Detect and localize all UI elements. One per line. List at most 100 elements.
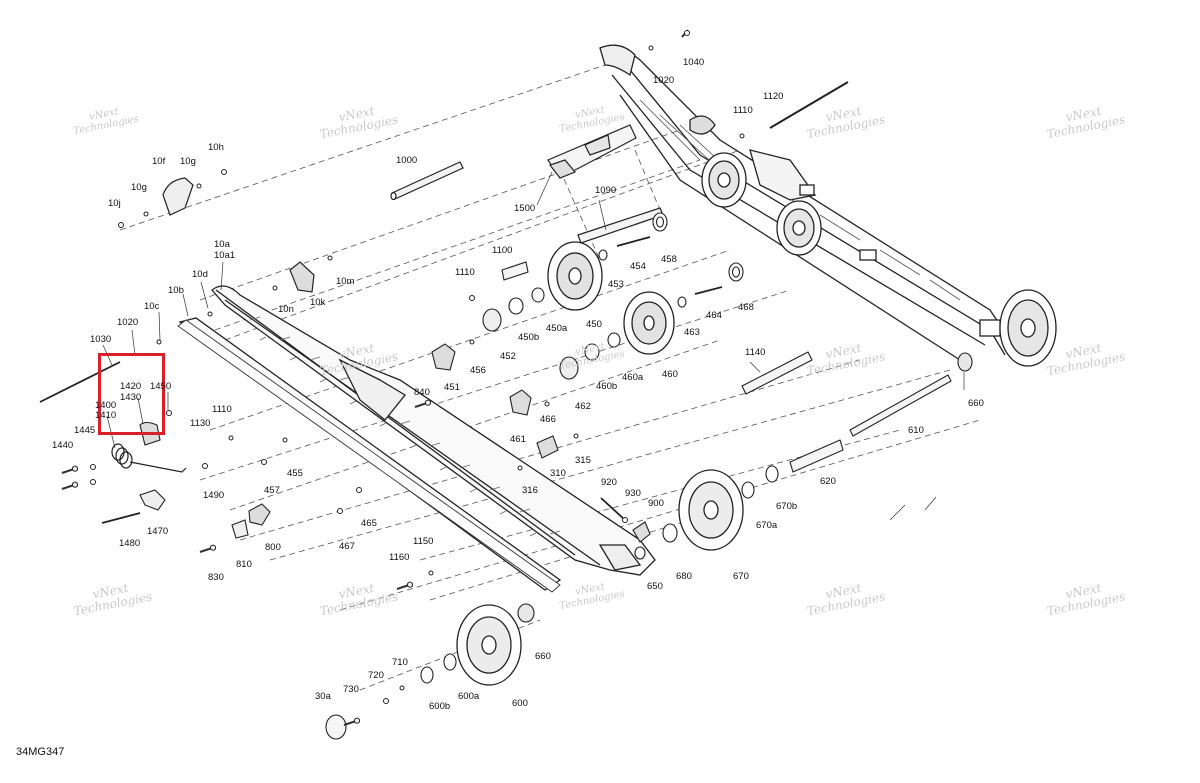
part-label[interactable]: 1470 (147, 526, 169, 537)
idler-wheels (456, 241, 744, 686)
part-label[interactable]: 315 (575, 455, 591, 466)
part-label[interactable]: 600b (429, 701, 451, 712)
part-label[interactable]: 1445 (74, 425, 96, 436)
part-label[interactable]: 660 (535, 651, 551, 662)
part-label[interactable]: 10h (208, 142, 224, 153)
part-label[interactable]: 468 (738, 302, 754, 313)
part-label[interactable]: 1410 (95, 410, 117, 421)
part-label[interactable]: 456 (470, 365, 486, 376)
part-label[interactable]: 830 (208, 572, 224, 583)
part-label[interactable]: 1000 (396, 155, 418, 166)
part-label[interactable]: 10a1 (214, 250, 236, 261)
part-label[interactable]: 1140 (745, 347, 766, 358)
part-label[interactable]: 462 (575, 401, 591, 412)
part-label[interactable]: 454 (630, 261, 646, 272)
part-label[interactable]: 458 (661, 254, 677, 265)
part-label[interactable]: 920 (601, 477, 617, 488)
part-label[interactable]: 1150 (413, 536, 434, 547)
part-label[interactable]: 1110 (212, 404, 232, 415)
bracket-1500 (547, 124, 637, 179)
part-label[interactable]: 450b (518, 332, 540, 343)
spring-1410 (111, 443, 187, 473)
part-label[interactable]: 464 (706, 310, 722, 321)
part-label[interactable]: 670b (776, 501, 798, 512)
part-label[interactable]: 720 (368, 670, 384, 681)
part-label[interactable]: 1160 (389, 552, 410, 563)
part-label[interactable]: 810 (236, 559, 252, 570)
pointer-lines (102, 171, 965, 521)
part-label[interactable]: 650 (647, 581, 663, 592)
part-label[interactable]: 10g (131, 182, 147, 193)
part-label[interactable]: 1450 (150, 381, 172, 392)
part-label[interactable]: 710 (392, 657, 408, 668)
part-label[interactable]: 600 (512, 698, 528, 709)
part-label[interactable]: 460b (596, 381, 618, 392)
part-label[interactable]: 10c (144, 301, 160, 312)
part-label[interactable]: 1480 (119, 538, 141, 549)
part-label[interactable]: 10m (336, 276, 355, 287)
part-label[interactable]: 461 (510, 434, 526, 445)
part-label[interactable]: 452 (500, 351, 516, 362)
axle-1100 (501, 261, 529, 281)
part-label[interactable]: 1110 (455, 267, 475, 278)
part-label[interactable]: 457 (264, 485, 280, 496)
part-label[interactable]: 30a (315, 691, 331, 702)
part-label[interactable]: 800 (265, 542, 281, 553)
part-label[interactable]: 466 (540, 414, 556, 425)
part-label[interactable]: 451 (444, 382, 460, 393)
part-label[interactable]: 10d (192, 269, 208, 280)
part-label[interactable]: 900 (648, 498, 664, 509)
part-label[interactable]: 1490 (203, 490, 225, 501)
part-label[interactable]: 1110 (733, 105, 753, 116)
part-label[interactable]: 660 (968, 398, 984, 409)
part-label[interactable]: 460 (662, 369, 678, 380)
part-label[interactable]: 1120 (763, 91, 784, 102)
part-label[interactable]: 1500 (514, 203, 536, 214)
part-label[interactable]: 1400 (95, 400, 117, 411)
part-label[interactable]: 460a (622, 372, 644, 383)
part-label[interactable]: 1040 (683, 57, 705, 68)
far-rail-wheels (599, 44, 1057, 367)
part-label[interactable]: 1100 (492, 245, 513, 256)
part-label[interactable]: 450a (546, 323, 568, 334)
part-label[interactable]: 680 (676, 571, 692, 582)
part-label[interactable]: 1130 (190, 418, 211, 429)
part-label[interactable]: 10a (214, 239, 230, 250)
part-label[interactable]: 455 (287, 468, 303, 479)
tubes (741, 351, 952, 473)
part-label[interactable]: 670a (756, 520, 778, 531)
part-label[interactable]: 1430 (120, 392, 142, 403)
part-label[interactable]: 10j (108, 198, 121, 209)
washers-bearings (325, 212, 973, 740)
part-label[interactable]: 316 (522, 485, 538, 496)
part-label[interactable]: 620 (820, 476, 836, 487)
part-label[interactable]: 730 (343, 684, 359, 695)
part-label[interactable]: 10g (180, 156, 196, 167)
part-label[interactable]: 10f (152, 156, 166, 167)
part-label[interactable]: 453 (608, 279, 624, 290)
part-label[interactable]: 840 (414, 387, 430, 398)
part-label[interactable]: 1020 (653, 75, 675, 86)
part-label[interactable]: 670 (733, 571, 749, 582)
part-label[interactable]: 10b (168, 285, 184, 296)
part-label[interactable]: 310 (550, 468, 566, 479)
part-label[interactable]: 467 (339, 541, 355, 552)
part-label[interactable]: 600a (458, 691, 480, 702)
cover-10f (162, 177, 194, 216)
part-label[interactable]: 1440 (52, 440, 74, 451)
diagram-id: 34MG347 (16, 746, 65, 758)
part-label[interactable]: 610 (908, 425, 924, 436)
part-label[interactable]: 1020 (117, 317, 139, 328)
part-label[interactable]: 1030 (90, 334, 112, 345)
part-label[interactable]: 450 (586, 319, 602, 330)
part-label[interactable]: 463 (684, 327, 700, 338)
part-label[interactable]: 10n (278, 304, 294, 315)
part-label[interactable]: 930 (625, 488, 641, 499)
part-label[interactable]: 465 (361, 518, 377, 529)
bar-1120 (769, 81, 849, 129)
part-label[interactable]: 1090 (595, 185, 617, 196)
part-label[interactable]: 10k (310, 297, 326, 308)
part-label[interactable]: 1420 (120, 381, 142, 392)
shaft-1000 (390, 161, 464, 201)
